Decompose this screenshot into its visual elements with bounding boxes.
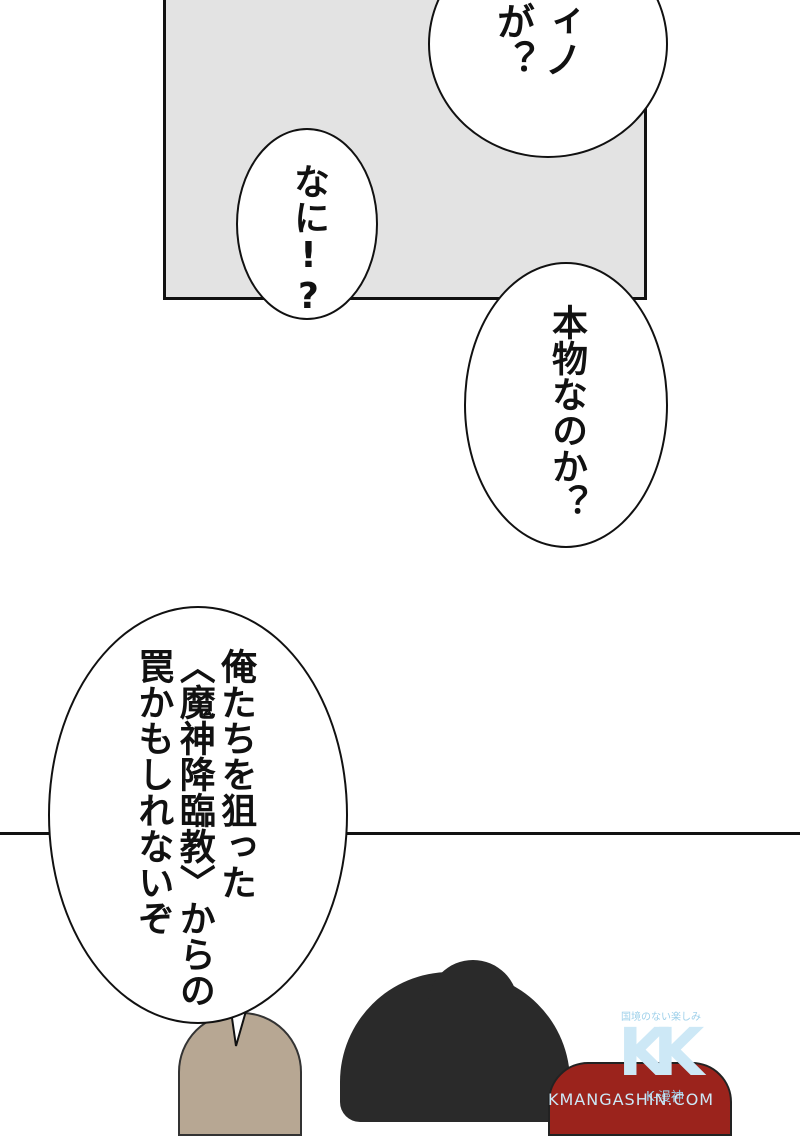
speech-text-nani: なに!?	[288, 163, 329, 317]
watermark-site-url: KMANGASHIN.COM	[548, 1090, 715, 1109]
floor-line	[0, 832, 800, 835]
speech-bubble-honmono	[464, 262, 668, 548]
watermark-letters: KK	[618, 1014, 704, 1091]
speech-bubble-large	[48, 606, 348, 1024]
speech-text-top: ティノ いが？	[490, 0, 583, 78]
speech-bubble-top-text-clip: ティノ いが？	[428, 0, 668, 158]
watermark-logo: 国境のない楽しみ KK K-漫神	[606, 1008, 716, 1105]
speech-text-honmono: 本物なのか？	[546, 304, 587, 520]
watermark-tagline: 国境のない楽しみ	[621, 1012, 701, 1023]
speech-bubble-nani	[236, 128, 378, 320]
watermark-brand: K-漫神	[646, 1090, 684, 1105]
speech-text-large: 俺たちを狙った 〈魔神降臨教〉からの 罠かもしれないぞ	[132, 648, 257, 1008]
character-hair-dark-tuft	[428, 960, 518, 1010]
